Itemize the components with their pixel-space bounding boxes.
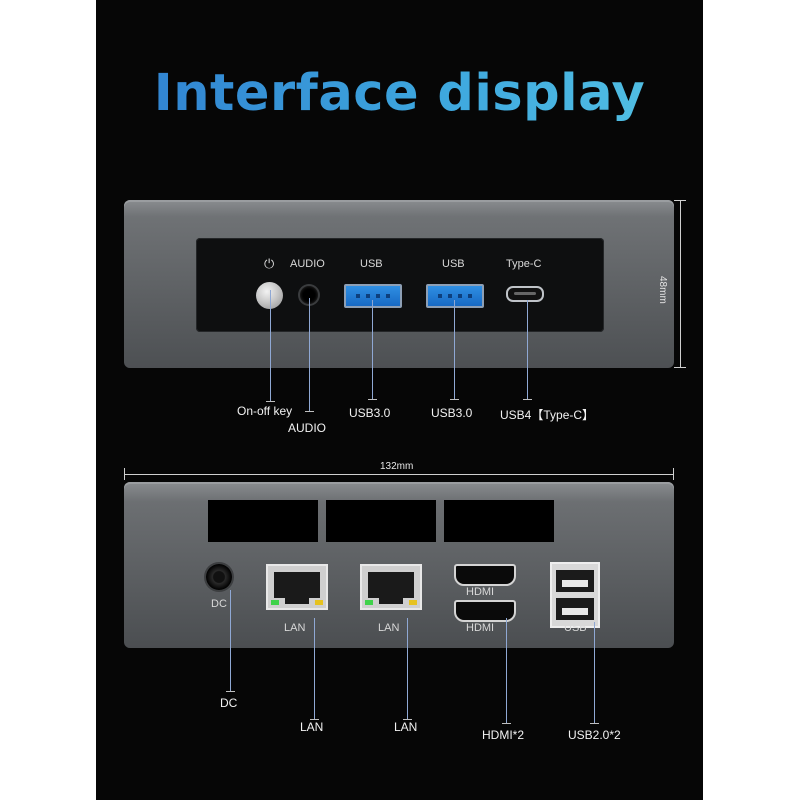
port-label-usb: USB — [564, 622, 587, 634]
face-label-audio: AUDIO — [290, 258, 325, 270]
callout-tick-usb-2 — [450, 399, 459, 400]
callout-line-lan-1 — [314, 618, 315, 720]
power-icon: ⏻ — [264, 256, 275, 271]
callout-line-usb-2 — [454, 300, 455, 400]
product-panel: Interface display ⏻ AUDIO USB USB Type-C… — [96, 0, 703, 800]
callout-line-audio — [309, 298, 310, 412]
port-label-hdmi-1: HDMI — [466, 586, 495, 598]
callout-line-lan-2 — [407, 618, 408, 720]
height-dimension-cap-top — [674, 200, 686, 201]
callout-tick-dc — [226, 691, 235, 692]
front-port-panel: ⏻ AUDIO USB USB Type-C — [196, 238, 604, 332]
callout-audio: AUDIO — [288, 421, 327, 435]
height-dimension-label: 48mm — [657, 276, 668, 304]
port-label-dc: DC — [211, 598, 227, 610]
face-label-typec: Type-C — [506, 258, 542, 270]
callout-usb3-1: USB3.0 — [349, 406, 391, 420]
callout-line-power — [270, 290, 271, 402]
usb3-port-2 — [426, 284, 484, 308]
port-label-lan-2: LAN — [378, 622, 400, 634]
port-label-hdmi-2: HDMI — [466, 622, 495, 634]
width-dimension-label: 132mm — [380, 461, 414, 472]
lan-port-1 — [266, 564, 328, 610]
height-dimension-cap-bottom — [674, 367, 686, 368]
callout-tick-lan-1 — [310, 719, 319, 720]
power-button — [256, 282, 283, 309]
callout-hdmi: HDMI*2 — [482, 728, 525, 742]
callout-tick-power — [266, 401, 275, 402]
audio-jack — [300, 286, 318, 304]
callout-lan-1: LAN — [300, 720, 324, 734]
face-label-usb-2: USB — [442, 258, 465, 270]
callout-dc: DC — [220, 696, 238, 710]
usb2-port-stack — [550, 562, 600, 628]
callout-line-typec — [527, 300, 528, 400]
callout-line-hdmi — [506, 618, 507, 724]
port-label-lan-1: LAN — [284, 622, 306, 634]
callout-usb2: USB2.0*2 — [568, 728, 621, 742]
callout-tick-hdmi — [502, 723, 511, 724]
height-dimension-line — [680, 200, 681, 368]
width-dimension-cap-right — [673, 468, 674, 480]
callout-usb3-2: USB3.0 — [431, 406, 473, 420]
callout-lan-2: LAN — [394, 720, 418, 734]
vent-2 — [326, 500, 436, 542]
callout-line-usb2 — [594, 622, 595, 724]
callout-tick-audio — [305, 411, 314, 412]
lan-port-2 — [360, 564, 422, 610]
callout-usb4: USB4【Type-C】 — [500, 408, 595, 422]
face-label-usb-1: USB — [360, 258, 383, 270]
usb3-port-1 — [344, 284, 402, 308]
hdmi-port-1 — [454, 564, 516, 586]
callout-tick-lan-2 — [403, 719, 412, 720]
hdmi-port-2 — [454, 600, 516, 622]
width-dimension-line — [124, 474, 674, 475]
front-device: ⏻ AUDIO USB USB Type-C — [124, 200, 674, 368]
vent-1 — [208, 500, 318, 542]
callout-power: On-off key — [237, 404, 293, 418]
vent-3 — [444, 500, 554, 542]
dc-jack — [206, 564, 232, 590]
back-device: DC LAN LAN HDMI HDMI USB — [124, 482, 674, 648]
callout-tick-usb-1 — [368, 399, 377, 400]
page-title: Interface display — [96, 64, 703, 123]
callout-tick-typec — [523, 399, 532, 400]
callout-tick-usb2 — [590, 723, 599, 724]
usb-c-port — [506, 286, 544, 302]
callout-line-dc — [230, 590, 231, 692]
callout-line-usb-1 — [372, 300, 373, 400]
width-dimension-cap-left — [124, 468, 125, 480]
